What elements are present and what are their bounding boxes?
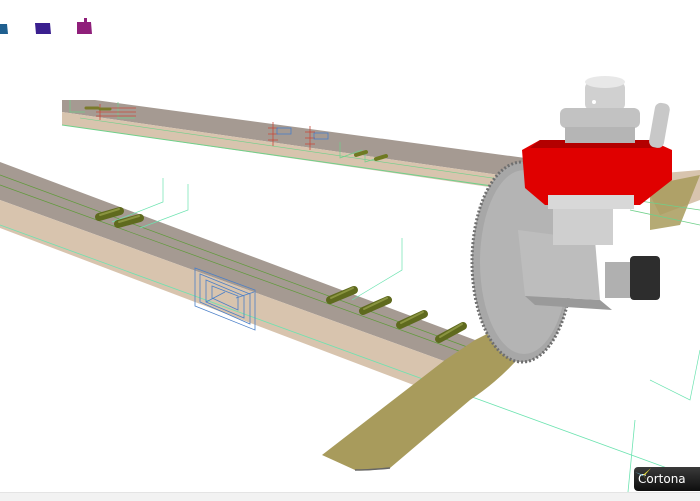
viewpoint-icon[interactable] (0, 22, 8, 34)
cortona-logo-button[interactable]: Cortona (634, 467, 700, 491)
fly-mode-icon[interactable] (35, 22, 51, 34)
status-bar (0, 492, 700, 501)
walk-mode-icon[interactable] (76, 18, 92, 34)
cortona-label: Cortona (638, 472, 686, 486)
saw-aggregate[interactable] (470, 76, 672, 364)
cortona-star-icon (635, 468, 651, 482)
